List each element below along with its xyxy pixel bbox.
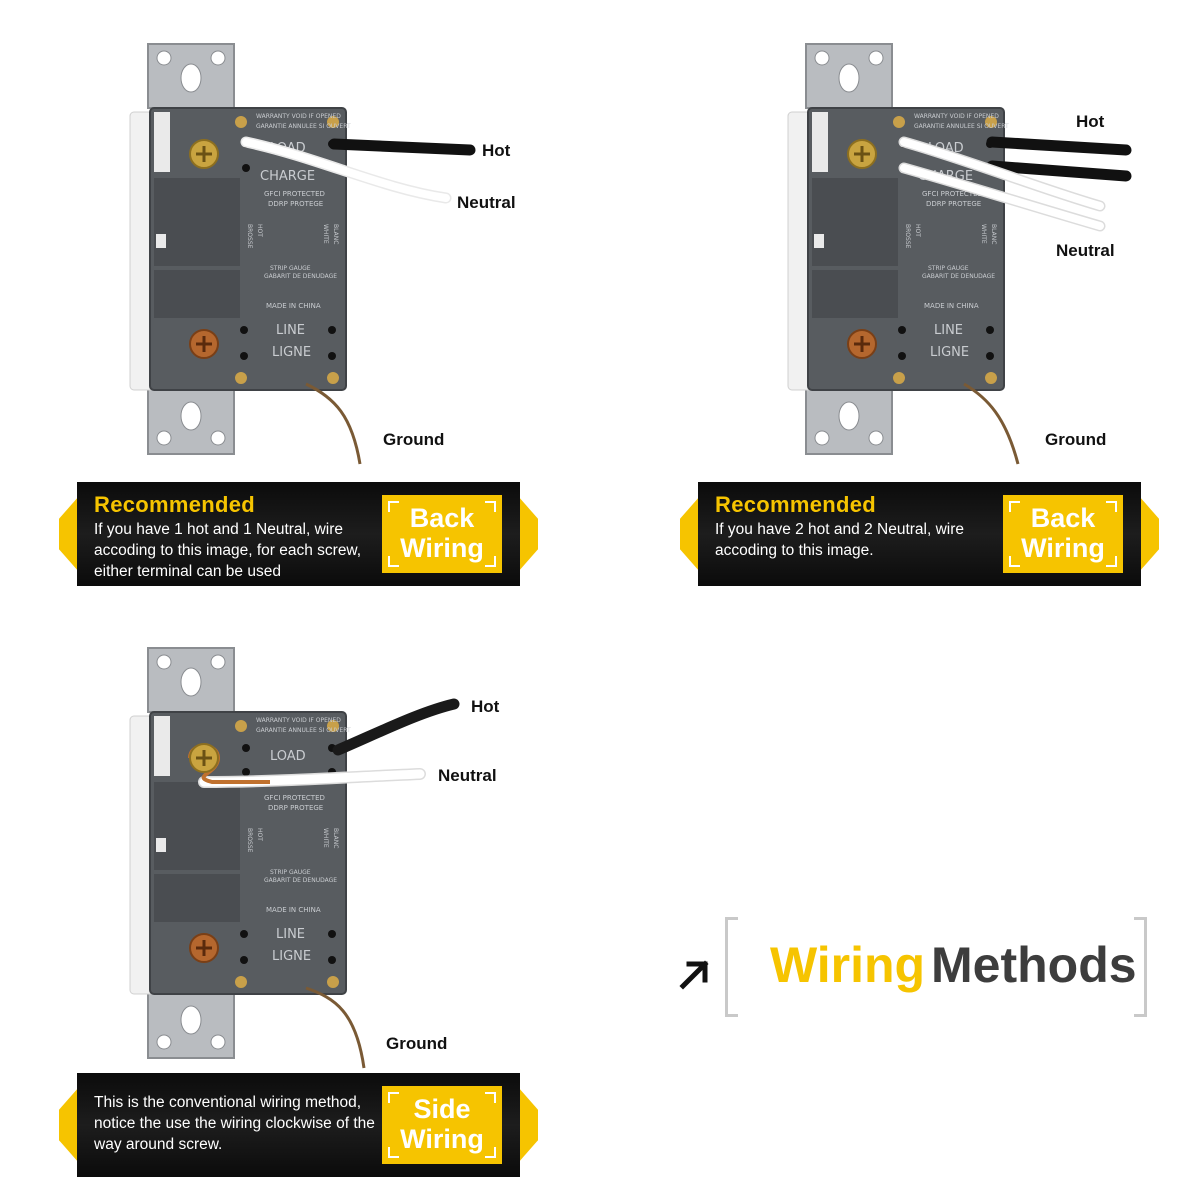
banner-title: Recommended xyxy=(94,492,256,517)
label-neutral-1: Neutral xyxy=(457,193,516,212)
outlet-text-strip: STRIP GAUGE xyxy=(270,869,311,876)
outlet-text-hot-side: HOT xyxy=(914,224,921,237)
badge-line1: Back xyxy=(1030,503,1096,533)
outlet-text-brass: BROSSE xyxy=(904,224,911,249)
outlet-text-gabarit: GABARIT DE DENUDAGE xyxy=(264,273,337,280)
outlet-text-charge: CHARGE xyxy=(260,169,315,184)
outlet-text-warranty: WARRANTY VOID IF OPENED xyxy=(914,113,999,120)
outlet-diagram-side: WARRANTY VOID IF OPENED GARANTIE ANNULEE… xyxy=(129,647,460,1069)
outlet-text-ddrp: DDRP PROTEGE xyxy=(268,200,323,208)
label-hot-3: Hot xyxy=(471,697,500,716)
outlet-text-blanc: BLANC xyxy=(990,224,997,244)
info-banner-3: This is the conventional wiring method, … xyxy=(59,1073,538,1177)
outlet-text-white: WHITE xyxy=(322,224,329,244)
label-ground-3: Ground xyxy=(386,1034,448,1053)
banner-description: This is the conventional wiring method, … xyxy=(94,1094,375,1153)
label-neutral-2: Neutral xyxy=(1056,241,1115,260)
heading-word-wiring: Wiring xyxy=(770,937,926,993)
badge-line1: Back xyxy=(409,503,475,533)
outlet-text-line: LINE xyxy=(276,323,305,338)
outlet-text-gfci: GFCI PROTECTED xyxy=(264,190,325,198)
outlet-text-ligne: LIGNE xyxy=(272,949,311,964)
badge-line1: Side xyxy=(413,1094,471,1124)
outlet-text-load: LOAD xyxy=(270,749,306,764)
outlet-text-hot-side: HOT xyxy=(256,224,263,237)
outlet-text-strip: STRIP GAUGE xyxy=(270,265,311,272)
outlet-text-warranty: WARRANTY VOID IF OPENED xyxy=(256,113,341,120)
outlet-text-gabarit: GABARIT DE DENUDAGE xyxy=(264,877,337,884)
outlet-text-ligne: LIGNE xyxy=(930,345,969,360)
badge-line2: Wiring xyxy=(1021,533,1105,563)
outlet-text-ddrp: DDRP PROTEGE xyxy=(268,804,323,812)
banner-description: If you have 2 hot and 2 Neutral, wire ac… xyxy=(715,521,965,559)
outlet-text-garantie: GARANTIE ANNULEE SI OUVERT xyxy=(256,123,351,130)
outlet-text-gfci: GFCI PROTECTED xyxy=(922,190,983,198)
outlet-text-brass: BROSSE xyxy=(246,828,253,853)
outlet-text-hot-side: HOT xyxy=(256,828,263,841)
outlet-text-garantie: GARANTIE ANNULEE SI OUVERT xyxy=(914,123,1009,130)
outlet-text-white: WHITE xyxy=(322,828,329,848)
outlet-text-line: LINE xyxy=(276,927,305,942)
bracket-left xyxy=(725,917,738,1017)
method-badge-back-wiring: Back Wiring xyxy=(1003,495,1123,573)
outlet-text-strip: STRIP GAUGE xyxy=(928,265,969,272)
outlet-text-white: WHITE xyxy=(980,224,987,244)
badge-line2: Wiring xyxy=(400,533,484,563)
outlet-text-warranty: WARRANTY VOID IF OPENED xyxy=(256,717,341,724)
label-neutral-3: Neutral xyxy=(438,766,497,785)
info-banner-2: Recommended If you have 2 hot and 2 Neut… xyxy=(680,482,1159,586)
outlet-text-blanc: BLANC xyxy=(332,224,339,244)
outlet-text-blanc: BLANC xyxy=(332,828,339,848)
label-ground-1: Ground xyxy=(383,430,445,449)
heading-word-methods: Methods xyxy=(931,937,1137,993)
badge-line2: Wiring xyxy=(400,1124,484,1154)
bracket-right xyxy=(1134,917,1147,1017)
arrow-up-right-icon xyxy=(679,960,709,990)
outlet-text-gabarit: GABARIT DE DENUDAGE xyxy=(922,273,995,280)
outlet-text-made: MADE IN CHINA xyxy=(266,906,321,914)
wiring-methods-heading: Wiring Methods xyxy=(678,912,1153,1017)
label-ground-2: Ground xyxy=(1045,430,1107,449)
banner-description: If you have 1 hot and 1 Neutral, wire ac… xyxy=(94,521,362,580)
outlet-diagram-back-1: WARRANTY VOID IF OPENED GARANTIE ANNULEE… xyxy=(129,43,476,465)
outlet-text-made: MADE IN CHINA xyxy=(266,302,321,310)
outlet-diagram-back-2: WARRANTY VOID IF OPENED GARANTIE ANNULEE… xyxy=(787,43,1132,465)
outlet-text-brass: BROSSE xyxy=(246,224,253,249)
outlet-text-ligne: LIGNE xyxy=(272,345,311,360)
outlet-text-ddrp: DDRP PROTEGE xyxy=(926,200,981,208)
banner-title: Recommended xyxy=(715,492,877,517)
label-hot-1: Hot xyxy=(482,141,511,160)
outlet-text-garantie: GARANTIE ANNULEE SI OUVERT xyxy=(256,727,351,734)
label-hot-2: Hot xyxy=(1076,112,1105,131)
info-banner-1: Recommended If you have 1 hot and 1 Neut… xyxy=(59,482,538,586)
outlet-text-made: MADE IN CHINA xyxy=(924,302,979,310)
method-badge-back-wiring: Back Wiring xyxy=(382,495,502,573)
outlet-text-gfci: GFCI PROTECTED xyxy=(264,794,325,802)
method-badge-side-wiring: Side Wiring xyxy=(382,1086,502,1164)
outlet-text-line: LINE xyxy=(934,323,963,338)
